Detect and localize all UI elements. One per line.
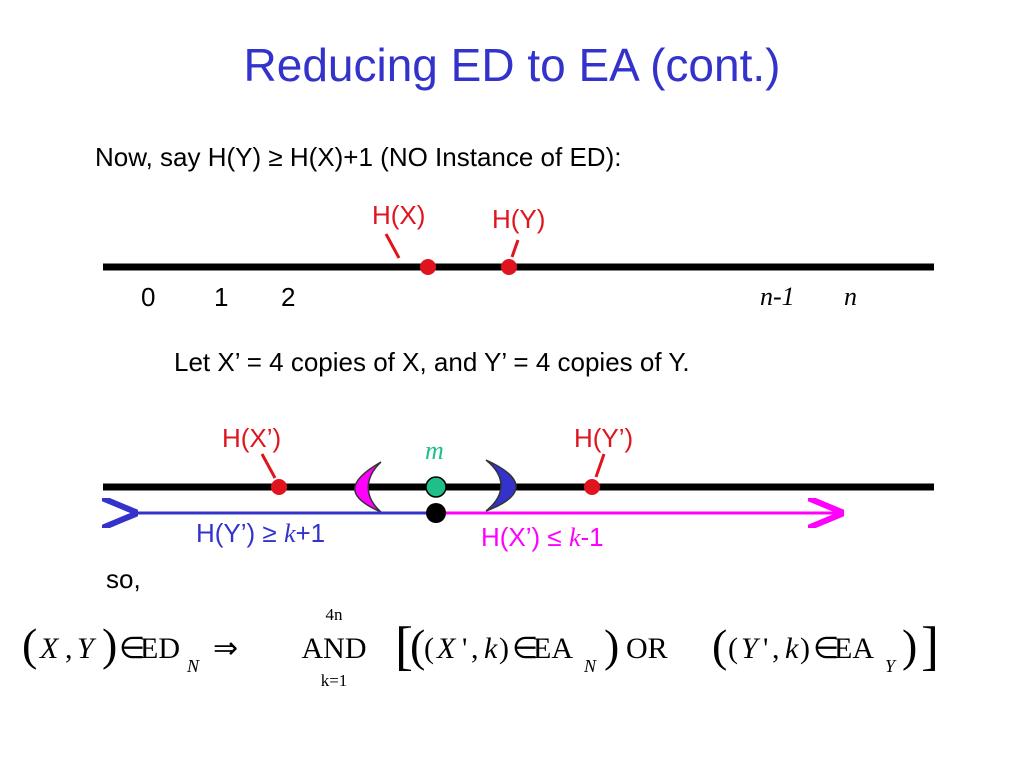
tick-label-n-minus-1: n-1 bbox=[760, 282, 795, 311]
formula-x: X bbox=[39, 632, 60, 665]
formula-paren2-close: ) bbox=[604, 620, 619, 671]
formula-x-prime: X bbox=[436, 632, 457, 665]
point-hx bbox=[420, 259, 436, 275]
right-arrow-label: H(X’) ≤ k-1 bbox=[481, 522, 604, 553]
formula-or: OR bbox=[626, 632, 668, 665]
formula-paren4-open: ( bbox=[712, 620, 727, 671]
pointer-hy-prime bbox=[594, 453, 606, 478]
formula-ea-2: EA bbox=[834, 632, 874, 665]
tick-label-n: n bbox=[844, 282, 857, 311]
tick-label-2: 2 bbox=[281, 282, 296, 312]
formula-ed: ED bbox=[140, 632, 180, 665]
formula-comma-2: , bbox=[471, 632, 479, 665]
label-hy: H(Y) bbox=[492, 204, 546, 234]
formula-sub-n2: N bbox=[583, 656, 597, 676]
left-arrow-label: H(Y’) ≥ k+1 bbox=[196, 518, 325, 549]
formula: ( X , Y ) ∈ ED N ⇒ 4n AND k=1 [ ( ( X ' … bbox=[22, 608, 939, 690]
pointer-hx-prime bbox=[260, 453, 277, 479]
point-m bbox=[425, 476, 447, 498]
point-k bbox=[426, 503, 446, 523]
formula-paren5-close: ) bbox=[800, 632, 810, 665]
formula-ea-1: EA bbox=[533, 632, 573, 665]
label-hy-prime: H(Y’) bbox=[574, 423, 634, 453]
left-arrow-label-var: k bbox=[283, 519, 296, 548]
label-hx-prime: H(X’) bbox=[222, 423, 282, 453]
formula-bracket-close: ] bbox=[921, 616, 939, 676]
formula-paren3-close: ) bbox=[499, 632, 509, 665]
formula-and-top: 4n bbox=[326, 608, 344, 624]
formula-paren-open: ( bbox=[22, 619, 37, 670]
formula-in-3: ∈ bbox=[813, 632, 839, 665]
left-arrow-label-prefix: H(Y’) ≥ bbox=[196, 518, 284, 548]
label-m: m bbox=[425, 436, 444, 465]
formula-y-prime: Y bbox=[741, 632, 761, 665]
formula-implies: ⇒ bbox=[213, 632, 238, 665]
right-bracket bbox=[485, 459, 517, 512]
formula-k-1: k bbox=[484, 632, 498, 665]
point-hx-prime bbox=[271, 479, 287, 495]
formula-k-2: k bbox=[785, 632, 799, 665]
tick-label-0: 0 bbox=[141, 282, 156, 312]
right-arrow-label-suffix: -1 bbox=[580, 522, 604, 552]
formula-y: Y bbox=[77, 632, 97, 665]
formula-paren5-open: ( bbox=[728, 632, 738, 665]
pointer-hx bbox=[384, 233, 401, 259]
formula-sub-n: N bbox=[186, 656, 200, 676]
point-hy-prime bbox=[584, 479, 600, 495]
right-arrow-label-prefix: H(X’) ≤ bbox=[481, 522, 569, 552]
formula-paren-close: ) bbox=[102, 619, 117, 670]
formula-in-2: ∈ bbox=[512, 632, 538, 665]
formula-bracket-open: [ bbox=[395, 616, 413, 676]
formula-paren2-open: ( bbox=[410, 620, 425, 671]
formula-comma: , bbox=[65, 632, 73, 665]
formula-paren4-close: ) bbox=[902, 620, 917, 671]
formula-prime-1: ' bbox=[462, 632, 467, 665]
label-hx: H(X) bbox=[372, 200, 426, 230]
formula-and: AND bbox=[302, 632, 367, 665]
tick-label-1: 1 bbox=[214, 282, 229, 312]
slide-title: Reducing ED to EA (cont.) bbox=[243, 39, 781, 91]
formula-paren3-open: ( bbox=[424, 632, 434, 665]
pointer-hy bbox=[510, 239, 520, 258]
right-arrow-label-var: k bbox=[568, 523, 581, 552]
formula-comma-3: , bbox=[772, 632, 780, 665]
formula-and-bottom: k=1 bbox=[321, 671, 348, 690]
point-hy bbox=[501, 259, 517, 275]
formula-sub-y: Y bbox=[885, 656, 897, 676]
left-arrow-label-suffix: +1 bbox=[295, 518, 326, 548]
statement-text: Now, say H(Y) ≥ H(X)+1 (NO Instance of E… bbox=[95, 142, 622, 172]
copies-statement: Let X’ = 4 copies of X, and Y’ = 4 copie… bbox=[174, 347, 690, 377]
formula-in-1: ∈ bbox=[119, 632, 145, 665]
so-label: so, bbox=[106, 564, 141, 594]
formula-prime-2: ' bbox=[763, 632, 768, 665]
